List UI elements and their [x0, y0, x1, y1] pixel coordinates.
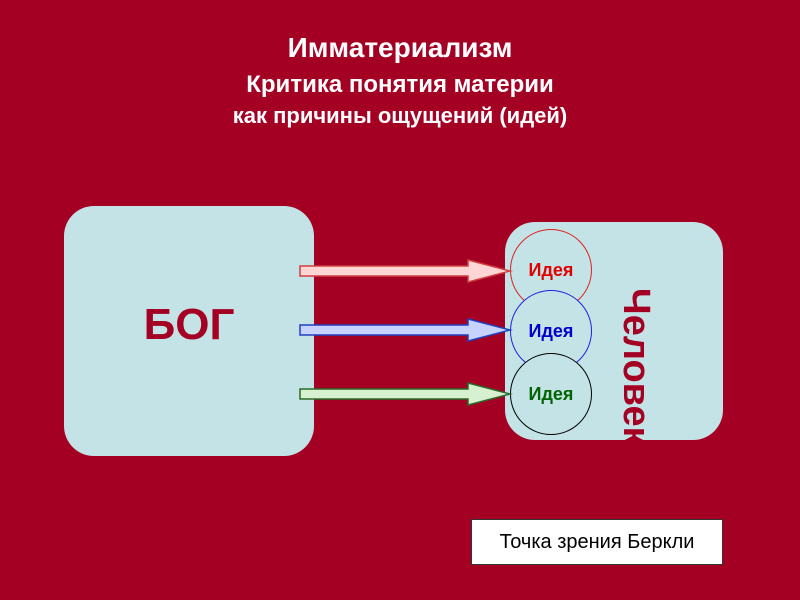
god-box [64, 206, 314, 456]
idea-label: Идея [528, 320, 574, 341]
idea-label: Идея [528, 259, 574, 280]
arrow-green [299, 382, 513, 406]
idea-circle-blue: Идея [510, 290, 592, 372]
note-label: Точка зрения Беркли [499, 530, 695, 553]
idea-label: Идея [528, 383, 574, 404]
title-sub2: как причины ощущений (идей) [232, 103, 568, 128]
title-main: Имматериализм [287, 32, 513, 63]
arrow-blue [299, 318, 513, 342]
title-block: Имматериализм Критика понятия материи ка… [0, 30, 800, 130]
note-box: Точка зрения Беркли [471, 519, 723, 565]
arrow-red [299, 259, 513, 283]
god-label: БОГ [143, 300, 235, 349]
idea-circle-green: Идея [510, 353, 592, 435]
title-sub: Критика понятия материи [246, 71, 554, 98]
